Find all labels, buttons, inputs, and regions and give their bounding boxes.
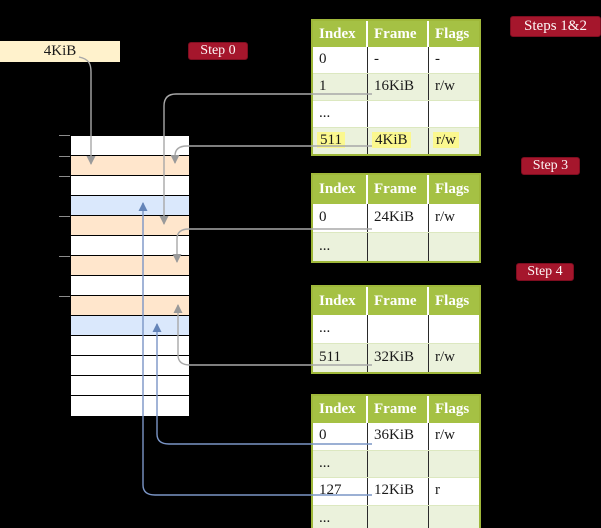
table-cell: 511	[313, 128, 368, 154]
table-cell	[368, 505, 429, 528]
memory-tick	[59, 296, 70, 297]
table-cell	[368, 315, 429, 343]
table-cell: 36KiB	[368, 423, 429, 450]
table-cell: r/w	[435, 349, 455, 365]
header-cell-flags: Flags	[435, 26, 470, 42]
header-cell-index: Index	[313, 396, 368, 423]
table-cell	[368, 450, 429, 477]
memory-row-empty	[71, 336, 189, 356]
memory-row-page-table-24kib	[71, 256, 189, 276]
badge-step-3: Step 3	[521, 157, 580, 175]
table-cell: r/w	[435, 427, 455, 443]
table-cell: 32KiB	[368, 344, 429, 372]
table-cell	[429, 101, 479, 127]
highlighted-value: 4KiB	[372, 132, 411, 148]
memory-row-page-table-16kib	[71, 216, 189, 236]
table-cell	[429, 233, 479, 261]
frame-4kib-label: 4KiB	[0, 41, 120, 62]
table-cell	[429, 315, 479, 343]
memory-tick	[59, 256, 70, 257]
table-cell: r/w	[435, 209, 455, 225]
highlighted-value: r/w	[433, 132, 459, 148]
table-cell: ...	[313, 233, 368, 261]
header-cell-index: Index	[313, 21, 368, 47]
memory-tick	[59, 135, 70, 136]
table-row-entry: 511 4KiB r/w	[313, 127, 479, 154]
table-cell: r/w	[429, 128, 479, 154]
memory-row-page-table-4kib	[71, 156, 189, 176]
memory-tick	[59, 156, 70, 157]
memory-tick	[59, 216, 70, 217]
header-cell-index: Index	[313, 287, 368, 315]
table-cell: ...	[313, 315, 368, 343]
table-cell	[429, 451, 479, 478]
table-cell: 16KiB	[368, 74, 429, 100]
badge-steps-1-2: Steps 1&2	[510, 16, 601, 37]
physical-memory-column	[70, 135, 190, 417]
table-row-entry: ...	[313, 315, 479, 343]
memory-tick	[59, 176, 70, 177]
memory-row-empty	[71, 276, 189, 296]
table-cell: 511	[313, 344, 368, 372]
header-cell-frame: Frame	[368, 175, 429, 204]
table-row-entry: 0--	[313, 47, 479, 73]
table-cell: r/w	[435, 78, 455, 94]
table-row-entry: ...	[313, 449, 479, 478]
header-cell-frame: Frame	[368, 396, 429, 423]
memory-row-data-frame-36kib	[71, 316, 189, 336]
table-row-entry: ...	[313, 232, 479, 261]
table-cell: 0	[313, 47, 368, 73]
table-cell: ...	[313, 450, 368, 477]
table-row-entry: ...	[313, 100, 479, 127]
table-cell: 127	[313, 478, 368, 505]
memory-row-empty	[71, 396, 189, 416]
header-cell-flags: Flags	[435, 401, 470, 417]
table-cell: 12KiB	[368, 478, 429, 505]
table-cell	[368, 233, 429, 261]
header-cell-flags: Flags	[435, 181, 470, 197]
table-cell: 1	[313, 74, 368, 100]
header-cell-index: Index	[313, 175, 368, 204]
table-cell: ...	[313, 101, 368, 127]
memory-row-data-frame-12kib	[71, 196, 189, 216]
table-cell: r	[435, 482, 440, 498]
table-cell: 0	[313, 423, 368, 450]
table-cell: -	[435, 51, 440, 67]
table-cell: 0	[313, 204, 368, 232]
badge-step-4: Step 4	[516, 263, 574, 281]
header-cell-frame: Frame	[368, 21, 429, 47]
badge-step-0: Step 0	[188, 42, 248, 60]
table-cell	[368, 101, 429, 127]
memory-row-page-table-32kib	[71, 296, 189, 316]
table-cell: 4KiB	[368, 128, 429, 154]
table-cell: -	[368, 47, 429, 73]
table-cell: 24KiB	[368, 204, 429, 232]
table-cell	[429, 506, 479, 528]
memory-row-empty	[71, 236, 189, 256]
table-cell: ...	[313, 505, 368, 528]
header-cell-frame: Frame	[368, 287, 429, 315]
memory-row-empty	[71, 136, 189, 156]
header-cell-flags: Flags	[435, 293, 470, 309]
memory-row-empty	[71, 356, 189, 376]
memory-row-empty	[71, 376, 189, 396]
memory-row-empty	[71, 176, 189, 196]
highlighted-value: 511	[317, 132, 345, 148]
table-row-entry: ...	[313, 504, 479, 528]
